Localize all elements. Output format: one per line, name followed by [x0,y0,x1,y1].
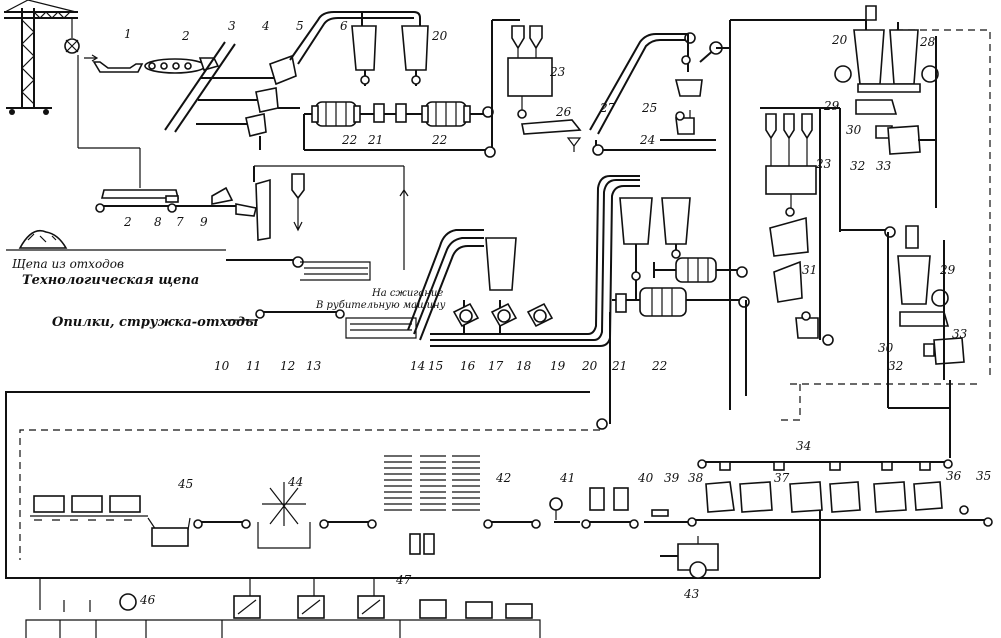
stacks-42 [384,455,580,555]
label-23a: 23 [549,65,566,79]
dryer-row-top [303,101,496,158]
label-21b: 21 [611,359,627,373]
label-29b: 29 [939,263,956,277]
unit-23-top [491,19,582,152]
label-34: 34 [796,439,811,453]
label-8: 8 [154,215,162,229]
units-1-5 [92,41,300,150]
label-26: 26 [555,105,572,119]
label-30a: 30 [846,123,862,137]
label-32a: 32 [850,159,865,173]
label-15: 15 [428,359,443,373]
number-labels: 1 2 3 4 5 6 20 22 21 22 23 26 27 25 24 2… [123,19,991,607]
label-5: 5 [296,19,304,33]
unit-23-right [760,107,896,346]
label-10: 10 [214,359,230,373]
label-23b: 23 [815,157,832,171]
unit-24-25 [660,34,723,141]
bin-29-lower [780,225,980,458]
crane [4,0,141,188]
label-37: 37 [774,471,790,485]
label-38: 38 [688,471,704,485]
label-14: 14 [410,359,425,373]
label-30b: 30 [878,341,894,355]
label-7: 7 [176,215,184,229]
label-39: 39 [664,471,680,485]
caption-to-chipper: В рубительную машину [315,300,446,311]
label-35: 35 [976,469,991,483]
label-24: 24 [639,133,655,147]
label-20c: 20 [581,359,598,373]
label-12: 12 [280,359,295,373]
label-28: 28 [919,35,936,49]
label-36: 36 [946,469,962,483]
label-32b: 32 [888,359,903,373]
ducts-14-19 [407,175,640,347]
caption-waste-chips: Щепа из отходов [12,257,124,271]
label-11: 11 [246,359,261,373]
label-27: 27 [599,101,616,115]
label-46: 46 [139,593,156,607]
label-16: 16 [460,359,476,373]
label-21a: 21 [367,133,383,147]
label-6: 6 [340,19,348,33]
label-1: 1 [124,27,132,41]
label-19: 19 [550,359,566,373]
label-25: 25 [641,101,657,115]
label-42: 42 [495,471,511,485]
bath-12-13 [226,261,417,339]
bottom-row-46-47 [25,578,541,638]
label-18: 18 [516,359,532,373]
label-43: 43 [683,587,700,601]
bin-16-fans [452,237,554,328]
label-20a: 20 [431,29,448,43]
production-line [30,482,377,549]
label-31: 31 [802,263,817,277]
bins-20-mid [596,197,750,430]
label-29a: 29 [823,99,840,113]
label-44: 44 [287,475,303,489]
label-22a: 22 [341,133,357,147]
label-4: 4 [261,19,270,33]
label-2b: 2 [123,215,132,229]
label-13: 13 [306,359,322,373]
label-22b: 22 [431,133,447,147]
bins-top [351,25,429,86]
unit-43 [660,536,719,579]
label-20b: 20 [831,33,848,47]
label-2a: 2 [181,29,190,43]
caption-sawdust: Опилки, стружка-отходы [52,315,258,330]
label-3: 3 [228,19,236,33]
presses-34-37 [687,459,993,527]
unit-10-11 [226,165,409,270]
label-17: 17 [488,359,504,373]
units-30-33-top [855,36,937,208]
label-45: 45 [177,477,193,491]
conveyor-2-9 [95,186,257,217]
label-22c: 22 [651,359,667,373]
label-33a: 33 [876,159,892,173]
label-33b: 33 [952,327,968,341]
label-47: 47 [395,573,412,587]
caption-tech-chips: Технологическая щепа [22,273,199,288]
label-40: 40 [637,471,654,485]
label-9: 9 [200,215,208,229]
units-39-40 [581,487,690,529]
bins-20-28 [834,5,939,93]
caption-to-burning: На сжигание [371,288,443,299]
label-41: 41 [559,471,575,485]
